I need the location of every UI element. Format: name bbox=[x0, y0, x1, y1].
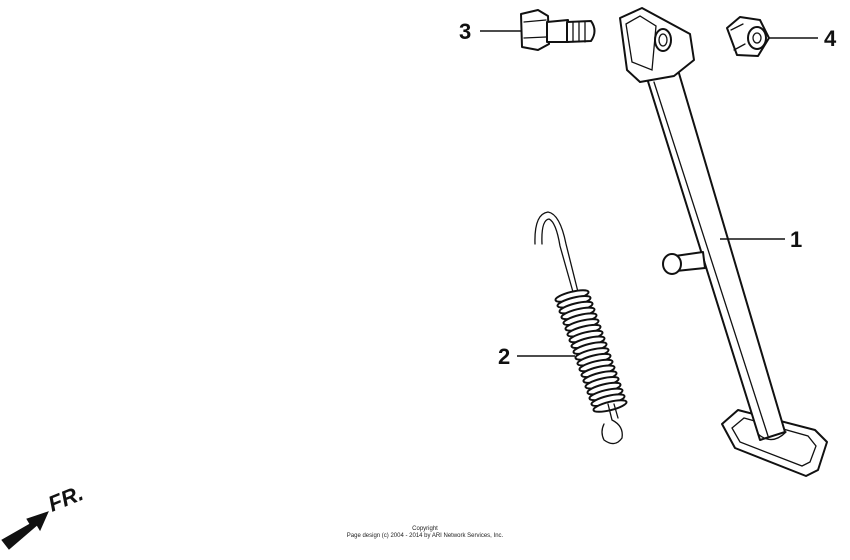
spring-coils bbox=[554, 289, 628, 413]
direction-label: FR. bbox=[45, 480, 87, 516]
copyright-line-1: Copyright bbox=[412, 526, 438, 532]
copyright-line-2: Page design (c) 2004 - 2014 by ARI Netwo… bbox=[346, 533, 504, 539]
callout-2-label: 2 bbox=[498, 344, 510, 369]
part-3-bolt[interactable] bbox=[520, 9, 596, 51]
callout-4-label: 4 bbox=[824, 26, 837, 51]
part-1-side-stand[interactable] bbox=[619, 7, 828, 477]
arrow-icon bbox=[1, 511, 49, 550]
part-4-nut[interactable] bbox=[726, 16, 770, 57]
callout-3-label: 3 bbox=[459, 19, 471, 44]
part-2-spring[interactable] bbox=[534, 211, 628, 445]
copyright-notice: Copyright Page design (c) 2004 - 2014 by… bbox=[0, 526, 850, 540]
spring-coil bbox=[592, 399, 628, 413]
callout-1-label: 1 bbox=[790, 227, 802, 252]
